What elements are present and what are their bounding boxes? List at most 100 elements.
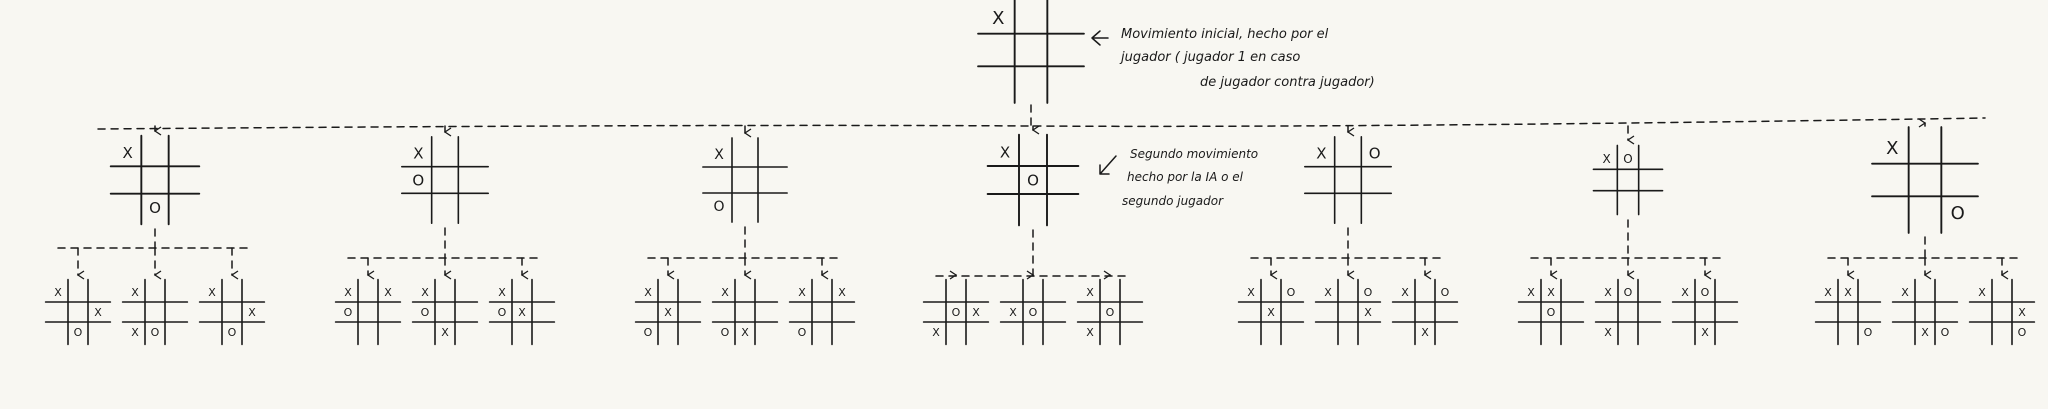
o-mark: O — [1364, 286, 1373, 299]
board-grid — [1968, 278, 2036, 346]
x-mark: X — [498, 286, 506, 299]
x-mark: X — [1086, 286, 1094, 299]
o-mark: O — [1864, 326, 1873, 339]
o-mark: O — [2018, 326, 2027, 339]
x-mark: X — [123, 144, 133, 162]
x-mark: X — [1324, 286, 1332, 299]
x-mark: X — [131, 286, 139, 299]
x-mark: X — [1086, 326, 1094, 339]
tree-connectors — [57, 104, 2023, 280]
board-grid — [401, 136, 489, 224]
board-grid — [1237, 278, 1305, 346]
first-move-line-3: de jugador contra jugador) — [1200, 75, 1375, 90]
level2-board: XXO — [634, 278, 702, 346]
level1-board: XO — [401, 136, 489, 224]
level1-board: XO — [986, 133, 1080, 227]
x-mark: X — [1604, 326, 1612, 339]
x-mark: X — [94, 306, 102, 319]
x-mark: X — [1267, 306, 1275, 319]
x-mark: X — [1701, 326, 1709, 339]
board-grid — [44, 278, 112, 346]
board-grid — [634, 278, 702, 346]
x-mark: X — [2018, 306, 2026, 319]
x-mark: X — [131, 326, 139, 339]
board-grid — [702, 137, 788, 223]
o-mark: O — [1369, 145, 1381, 163]
x-mark: X — [721, 286, 729, 299]
x-mark: X — [1547, 286, 1555, 299]
board-grid — [198, 278, 266, 346]
o-mark: O — [1951, 203, 1965, 224]
x-mark: X — [1844, 286, 1852, 299]
board-grid — [1814, 278, 1882, 346]
o-mark: O — [1623, 152, 1632, 166]
board-grid — [1314, 278, 1382, 346]
board-grid — [334, 278, 402, 346]
o-mark: O — [228, 326, 237, 339]
board-grid — [1871, 126, 1979, 234]
board-grid — [1517, 278, 1585, 346]
board-grid — [1391, 278, 1459, 346]
o-mark: O — [1624, 286, 1633, 299]
x-mark: X — [972, 306, 980, 319]
level2-board: XXO — [1968, 278, 2036, 346]
first-move-annotation: Movimiento inicial, hecho por el jugador… — [1091, 27, 1375, 90]
board-grid — [999, 278, 1067, 346]
board-grid — [1304, 136, 1392, 224]
root-board: X — [977, 0, 1085, 104]
o-mark: O — [1701, 286, 1710, 299]
second-move-line-3: segundo jugador — [1122, 194, 1224, 208]
o-mark: O — [421, 306, 430, 319]
x-mark: X — [1009, 306, 1017, 319]
x-mark: X — [1824, 286, 1832, 299]
board-grid — [1592, 144, 1664, 216]
x-mark: X — [838, 286, 846, 299]
x-mark: X — [741, 326, 749, 339]
x-mark: X — [644, 286, 652, 299]
o-mark: O — [644, 326, 653, 339]
o-mark: O — [1547, 306, 1556, 319]
level2-board: XOX — [1076, 278, 1144, 346]
x-mark: X — [1978, 286, 1986, 299]
o-mark: O — [952, 306, 961, 319]
level2-board: XXO — [44, 278, 112, 346]
x-mark: X — [932, 326, 940, 339]
x-mark: X — [54, 286, 62, 299]
level1-board: XO — [702, 137, 788, 223]
x-mark: X — [1401, 286, 1409, 299]
o-mark: O — [1029, 306, 1038, 319]
x-mark: X — [1000, 144, 1010, 162]
o-mark: O — [721, 326, 730, 339]
x-mark: X — [1921, 326, 1929, 339]
annotation-arrow-icon — [1091, 30, 1109, 46]
x-mark: X — [992, 8, 1004, 29]
x-mark: X — [413, 145, 423, 163]
o-mark: O — [151, 326, 160, 339]
o-mark: O — [713, 199, 724, 215]
board-grid — [788, 278, 856, 346]
x-mark: X — [1527, 286, 1535, 299]
board-grid — [977, 0, 1085, 104]
o-mark: O — [1441, 286, 1450, 299]
second-move-annotation: Segundo movimiento hecho por la IA o el … — [1099, 147, 1258, 208]
board-grid — [922, 278, 990, 346]
o-mark: O — [1027, 172, 1039, 190]
o-mark: O — [1106, 306, 1115, 319]
x-mark: X — [421, 286, 429, 299]
o-mark: O — [1941, 326, 1950, 339]
x-mark: X — [248, 306, 256, 319]
level2-board: XXO — [198, 278, 266, 346]
annotation-arrow-icon — [1099, 155, 1117, 175]
level1-bus — [97, 117, 1986, 130]
